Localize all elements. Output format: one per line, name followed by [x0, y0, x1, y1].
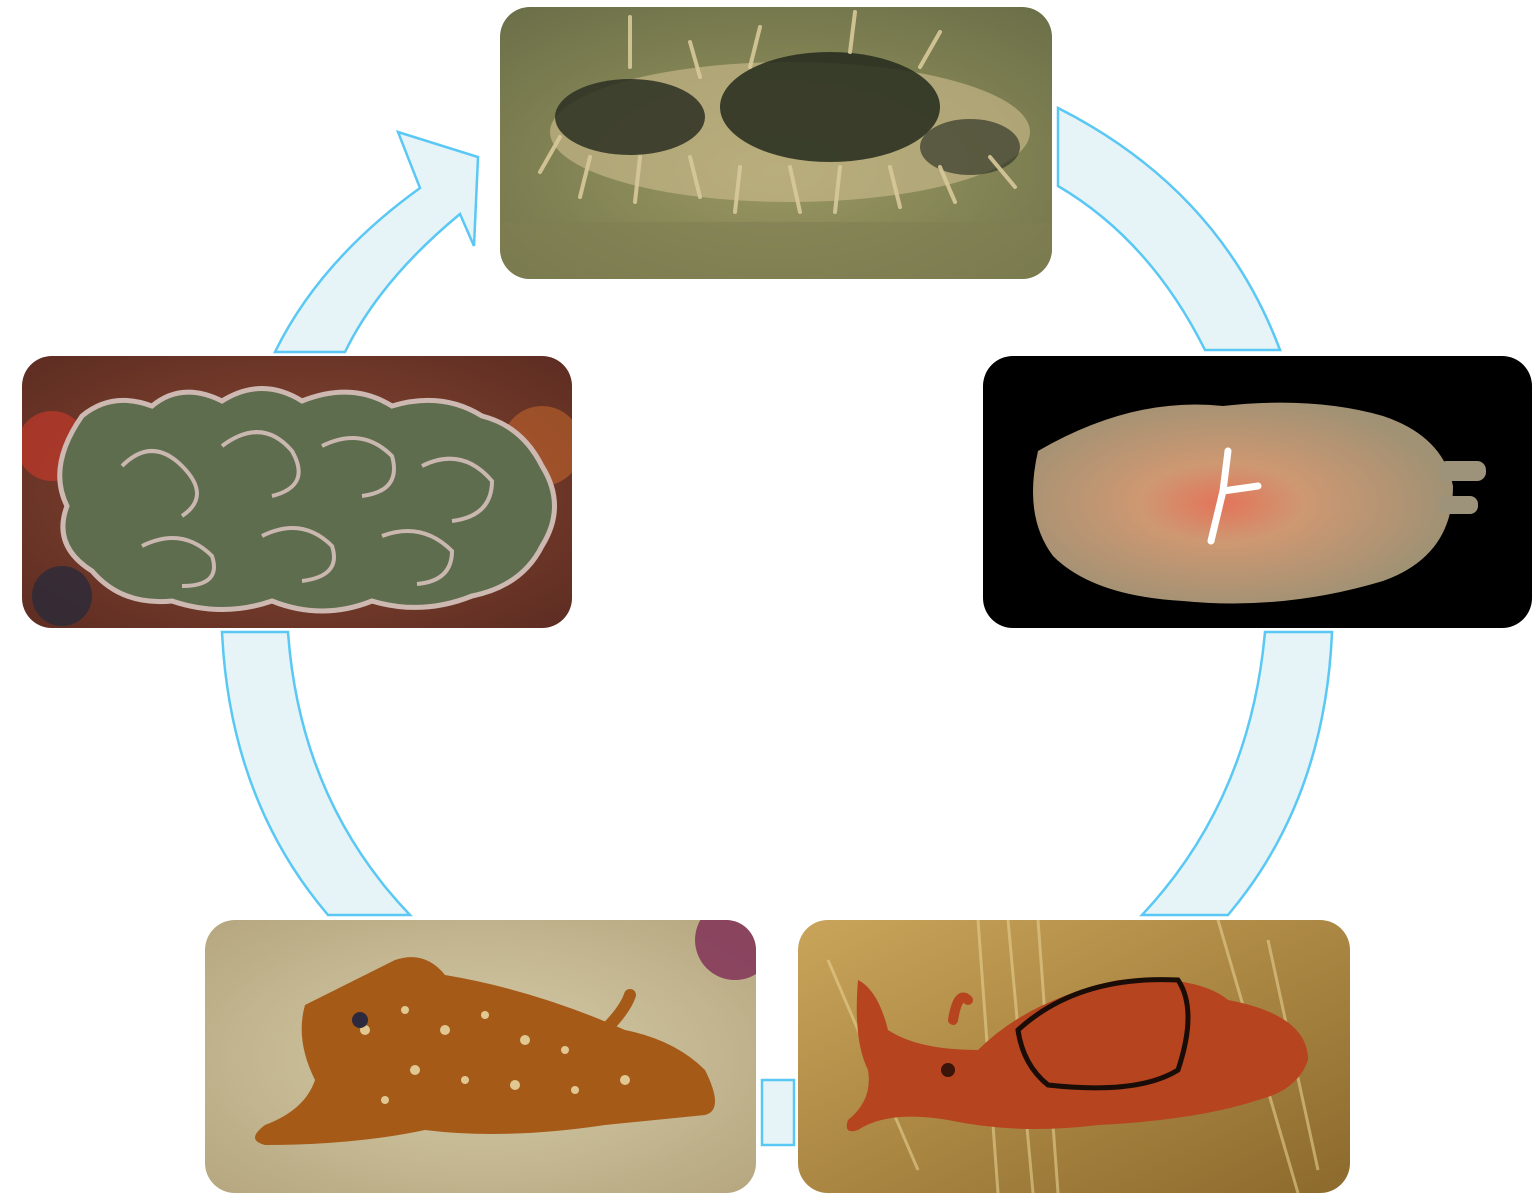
- cycle-arrow-bottom-connector: [762, 1080, 794, 1145]
- red-sea-hare-on-algae-photo: [798, 920, 1350, 1193]
- lettuce-sea-slug-on-reef-photo: [22, 356, 572, 628]
- sea-hare-hairy-seabed-photo: [500, 7, 1052, 279]
- cycle-arrow-left-bottom: [222, 632, 410, 915]
- cycle-arrow-left-top: [275, 132, 478, 352]
- cycle-arrow-right-bottom: [1142, 632, 1332, 915]
- spotted-sea-hare-on-sand-photo: [205, 920, 756, 1193]
- cycle-arrow-top-right: [1058, 108, 1280, 350]
- translucent-sea-slug-on-black-photo: [983, 356, 1532, 628]
